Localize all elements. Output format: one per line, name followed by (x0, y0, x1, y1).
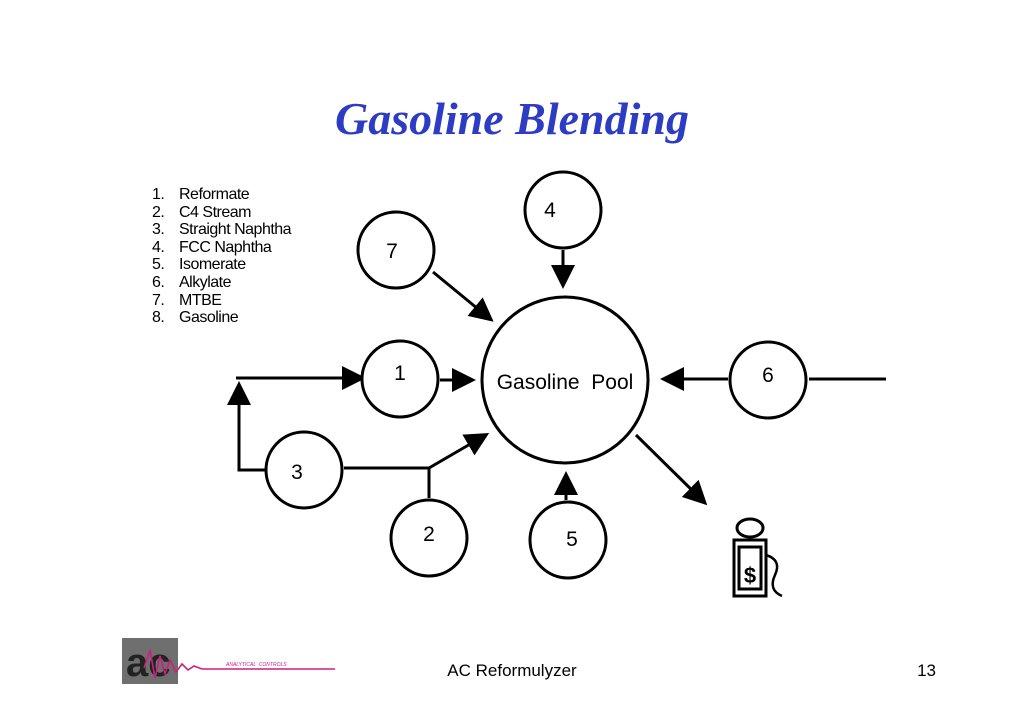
gasoline-pool-label: Gasoline Pool (497, 371, 634, 394)
node-label-4: 4 (544, 199, 556, 222)
node-label-2: 2 (423, 523, 435, 546)
node-label-1: 1 (394, 362, 406, 385)
legend-item: 4.FCC Naphtha (152, 238, 272, 256)
legend-item: 3.Straight Naphtha (152, 221, 292, 239)
legend-item: 2.C4 Stream (152, 203, 251, 221)
gas-pump-icon: $ (732, 517, 783, 598)
stream-node-3 (264, 430, 344, 510)
node-label-3: 3 (291, 461, 303, 484)
stream-legend: 1.Reformate 2.C4 Stream 3.Straight Napht… (152, 186, 292, 327)
logo-letters: ac (126, 641, 171, 684)
gasoline-pool-node (480, 295, 650, 465)
legend-item: 5.Isomerate (152, 256, 246, 274)
node-label-7: 7 (386, 240, 398, 263)
stream-node-6 (728, 340, 808, 420)
stream-node-4 (523, 170, 603, 250)
stream-node-1 (360, 339, 440, 419)
legend-item: 7.MTBE (152, 291, 222, 309)
stream-node-2 (389, 498, 469, 578)
pump-dollar-symbol: $ (744, 563, 756, 588)
page-title: Gasoline Blending (334, 93, 689, 144)
legend-item: 6.Alkylate (152, 273, 232, 291)
node-label-6: 6 (762, 364, 774, 387)
legend-item: 1.Reformate (152, 186, 250, 203)
page-number: 13 (917, 661, 936, 680)
stream-node-7 (356, 210, 436, 290)
legend-item: 8.Gasoline (152, 309, 239, 327)
company-logo: ac ANALYTICAL CONTROLS (122, 638, 335, 684)
flow-line-junction (428, 432, 490, 470)
logo-tagline: ANALYTICAL CONTROLS (225, 662, 287, 668)
stream-node-5 (528, 500, 608, 580)
flow-line-output (634, 433, 708, 506)
footer-title: AC Reformulyzer (447, 661, 577, 680)
flow-line-7 (432, 270, 494, 322)
flow-line-3-loop (227, 381, 266, 472)
node-label-5: 5 (566, 528, 578, 551)
